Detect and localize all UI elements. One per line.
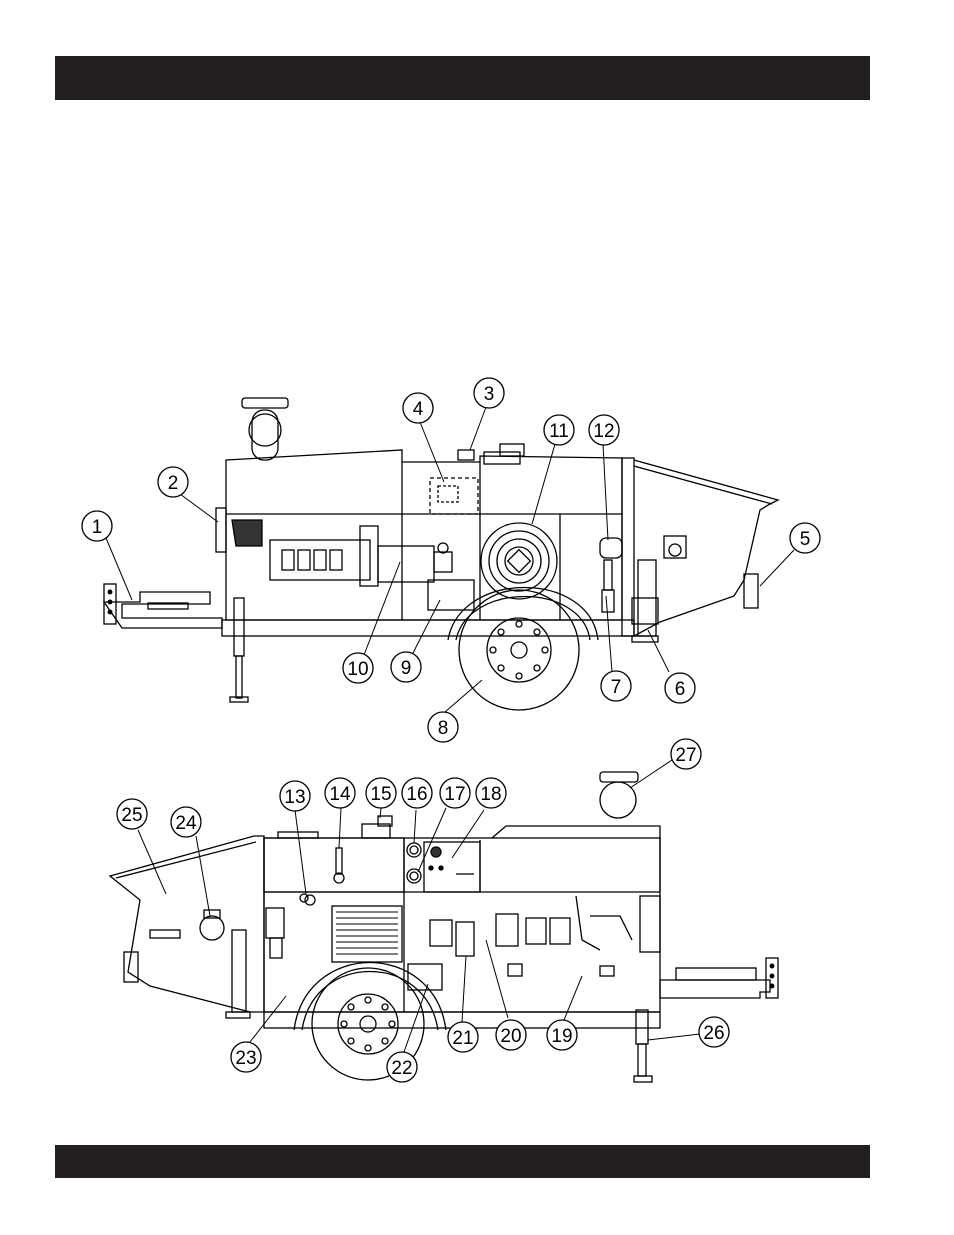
- svg-text:19: 19: [551, 1026, 572, 1047]
- bottom-machine-view: [110, 772, 778, 1082]
- callout-5: 5: [790, 523, 820, 553]
- callout-13: 13: [280, 781, 310, 811]
- svg-text:16: 16: [406, 784, 427, 805]
- svg-text:4: 4: [413, 399, 424, 420]
- svg-text:21: 21: [452, 1028, 473, 1049]
- svg-text:20: 20: [500, 1026, 521, 1047]
- callout-16: 16: [402, 778, 432, 808]
- callout-18: 18: [476, 778, 506, 808]
- callout-23: 23: [231, 1042, 261, 1072]
- svg-text:17: 17: [444, 784, 465, 805]
- svg-text:12: 12: [593, 421, 614, 442]
- callout-11: 11: [544, 415, 574, 445]
- callout-7: 7: [601, 671, 631, 701]
- callout-1: 1: [82, 511, 112, 541]
- svg-text:5: 5: [800, 529, 811, 550]
- svg-text:22: 22: [391, 1058, 412, 1079]
- callout-19: 19: [547, 1020, 577, 1050]
- callout-12: 12: [589, 415, 619, 445]
- svg-text:9: 9: [401, 658, 412, 679]
- callouts: 1 2 3 4 5 6 7 8 9 10 11 12 13 14 15 16 1…: [82, 378, 820, 1082]
- callout-6: 6: [665, 673, 695, 703]
- svg-text:2: 2: [168, 473, 179, 494]
- callout-22: 22: [387, 1052, 417, 1082]
- callout-10: 10: [343, 653, 373, 683]
- callout-9: 9: [391, 652, 421, 682]
- top-machine-view: [104, 398, 778, 710]
- svg-text:25: 25: [121, 805, 142, 826]
- svg-text:6: 6: [675, 679, 686, 700]
- callout-2: 2: [158, 467, 188, 497]
- svg-text:15: 15: [370, 784, 391, 805]
- svg-text:26: 26: [703, 1023, 724, 1044]
- callout-25: 25: [117, 799, 147, 829]
- svg-text:1: 1: [92, 517, 103, 538]
- svg-text:23: 23: [235, 1048, 256, 1069]
- callout-14: 14: [325, 778, 355, 808]
- callout-4: 4: [403, 393, 433, 423]
- callout-20: 20: [496, 1020, 526, 1050]
- callout-26: 26: [699, 1017, 729, 1047]
- svg-text:18: 18: [480, 784, 501, 805]
- svg-text:14: 14: [329, 784, 351, 805]
- callout-24: 24: [171, 807, 201, 837]
- svg-text:27: 27: [675, 745, 696, 766]
- svg-text:3: 3: [484, 384, 495, 405]
- svg-text:24: 24: [175, 813, 197, 834]
- svg-text:11: 11: [549, 421, 569, 442]
- callout-21: 21: [448, 1022, 478, 1052]
- callout-8: 8: [428, 712, 458, 742]
- callout-15: 15: [366, 778, 396, 808]
- svg-text:8: 8: [438, 718, 449, 739]
- svg-text:13: 13: [284, 787, 305, 808]
- callout-17: 17: [440, 778, 470, 808]
- svg-text:7: 7: [611, 677, 622, 698]
- callout-27: 27: [671, 739, 701, 769]
- svg-text:10: 10: [347, 659, 368, 680]
- callout-3: 3: [474, 378, 504, 408]
